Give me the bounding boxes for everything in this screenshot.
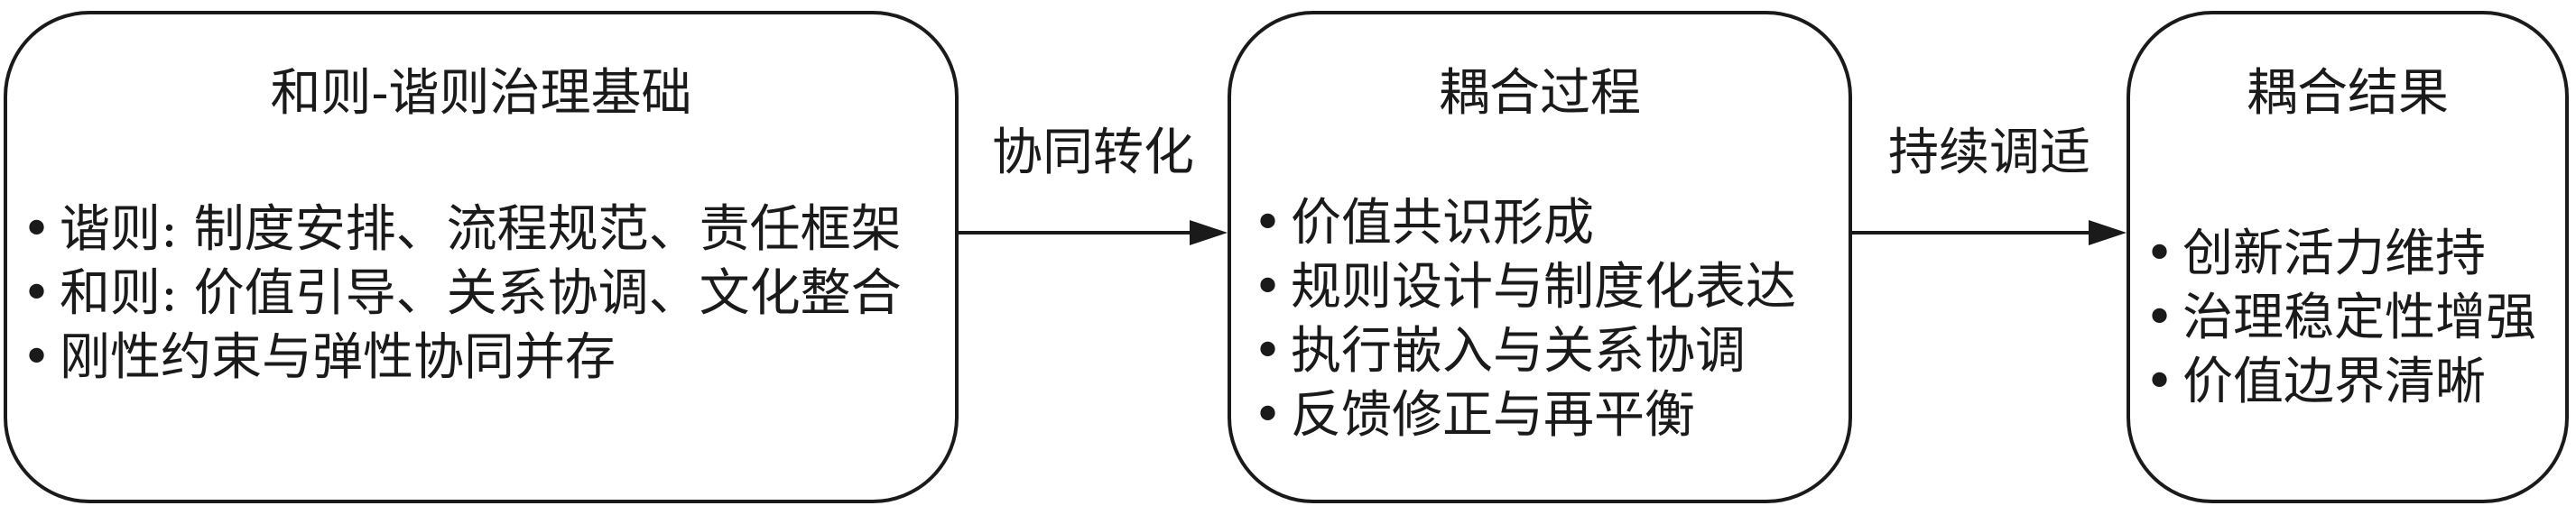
list-item: 刚性约束与弹性协同并存 bbox=[22, 329, 902, 387]
list-item: 治理稳定性增强 bbox=[2145, 290, 2536, 347]
item-list: 创新活力维持 治理稳定性增强 价值边界清晰 bbox=[2145, 225, 2536, 418]
arrow-label: 持续调适 bbox=[1888, 124, 2090, 182]
list-item: 反馈修正与再平衡 bbox=[1253, 387, 1796, 445]
box-governance-foundation: 和则-谐则治理基础 谐则: 制度安排、流程规范、责任框架 和则: 价值引导、关系… bbox=[4, 11, 959, 503]
arrow-head-icon bbox=[1190, 220, 1228, 245]
list-item: 价值共识形成 bbox=[1253, 195, 1796, 253]
list-item: 谐则: 制度安排、流程规范、责任框架 bbox=[22, 201, 902, 259]
list-item: 和则: 价值引导、关系协调、文化整合 bbox=[22, 265, 902, 323]
list-item: 执行嵌入与关系协调 bbox=[1253, 323, 1796, 381]
box-title: 耦合结果 bbox=[2247, 64, 2449, 123]
box-coupling-result: 耦合结果 创新活力维持 治理稳定性增强 价值边界清晰 bbox=[2127, 11, 2569, 503]
list-item: 创新活力维持 bbox=[2145, 225, 2536, 283]
arrow-label: 协同转化 bbox=[992, 124, 1194, 182]
list-item: 价值边界清晰 bbox=[2145, 354, 2536, 411]
arrow-continuous-adjust bbox=[1852, 220, 2127, 245]
box-title: 耦合过程 bbox=[1439, 64, 1641, 123]
item-list: 谐则: 制度安排、流程规范、责任框架 和则: 价值引导、关系协调、文化整合 刚性… bbox=[22, 201, 902, 393]
arrow-synergy-transform bbox=[959, 220, 1228, 245]
arrow-head-icon bbox=[2089, 220, 2127, 245]
item-list: 价值共识形成 规则设计与制度化表达 执行嵌入与关系协调 反馈修正与再平衡 bbox=[1253, 195, 1796, 451]
list-item: 规则设计与制度化表达 bbox=[1253, 259, 1796, 317]
box-coupling-process: 耦合过程 价值共识形成 规则设计与制度化表达 执行嵌入与关系协调 反馈修正与再平… bbox=[1228, 11, 1852, 503]
box-title: 和则-谐则治理基础 bbox=[270, 64, 692, 123]
